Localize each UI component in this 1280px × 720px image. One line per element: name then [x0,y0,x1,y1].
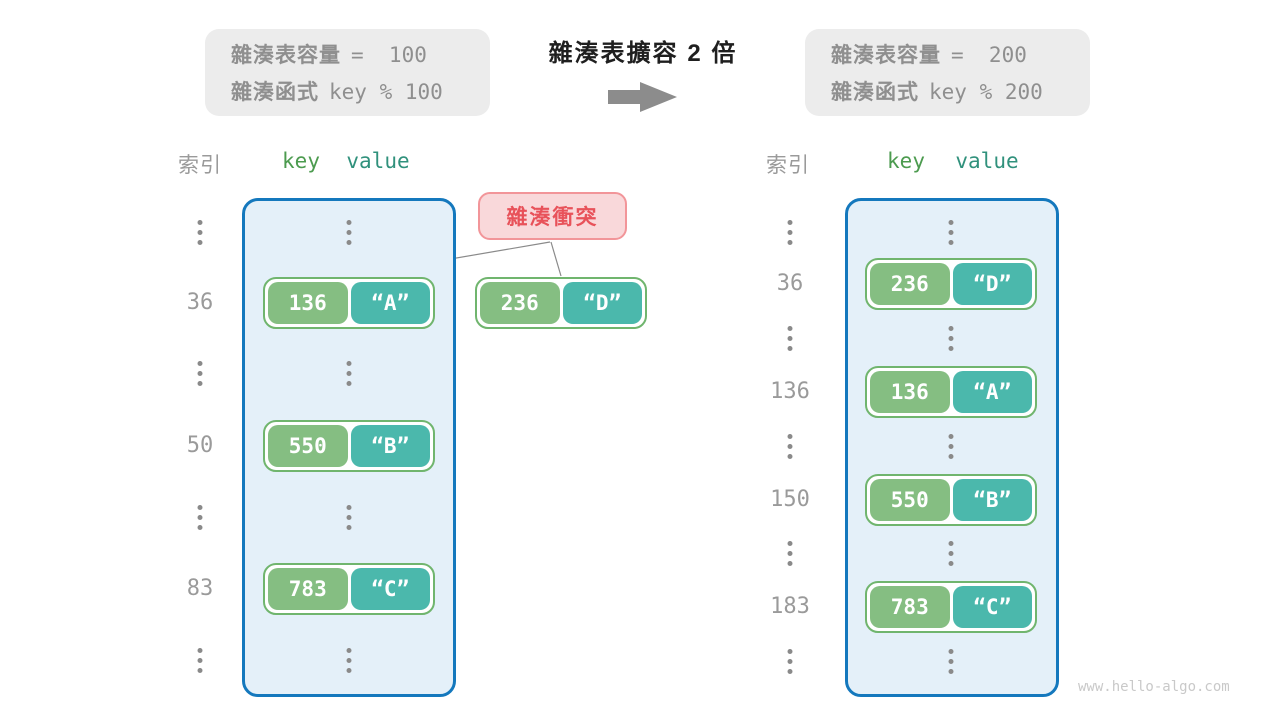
pair-value: “D” [562,282,642,324]
pair-key: 136 [870,371,950,413]
pair-value: “C” [952,586,1032,628]
pair-key: 550 [268,425,348,467]
hash-function-label: 雜湊函式 [831,81,919,104]
kv-pair-236-D: 236 “D” [865,258,1037,310]
watermark: www.hello-algo.com [1078,679,1230,695]
left-bucket-ellipsis [346,361,352,386]
pair-key: 783 [870,586,950,628]
pair-key: 783 [268,568,348,610]
left-index-ellipsis [197,220,203,245]
right-index-ellipsis [787,541,793,566]
transition-title: 雜湊表擴容 2 倍 [548,40,738,67]
pair-key: 550 [870,479,950,521]
left-bucket-ellipsis [346,220,352,245]
left-index-ellipsis [197,361,203,386]
left-bucket-ellipsis [346,505,352,530]
pair-value: “A” [952,371,1032,413]
left-index-ellipsis [197,505,203,530]
hash-function-line: 雜湊函式 key % 100 [231,76,490,106]
right-bucket-ellipsis [948,649,954,674]
right-index-150: 150 [770,487,810,512]
right-index-183: 183 [770,594,810,619]
pair-key: 236 [870,263,950,305]
left-index-50: 50 [186,433,214,458]
pair-value: “C” [350,568,430,610]
right-arrow-icon [608,82,677,112]
right-index-ellipsis [787,220,793,245]
kv-pair-550-B: 550 “B” [865,474,1037,526]
capacity-label: 雜湊表容量 [831,44,941,67]
capacity-label: 雜湊表容量 [231,44,341,67]
right-index-136: 136 [770,379,810,404]
right-header-index: 索引 [766,154,810,177]
capacity-line: 雜湊表容量 = 200 [831,39,1090,69]
right-header-value: value [955,149,1019,173]
hash-function-value: key % 200 [929,80,1043,104]
capacity-value: = 100 [351,43,427,67]
pair-value: “B” [952,479,1032,521]
right-index-36: 36 [776,271,804,296]
left-bucket-ellipsis [346,648,352,673]
capacity-value: = 200 [951,43,1027,67]
kv-pair-136-A: 136 “A” [263,277,435,329]
right-index-ellipsis [787,326,793,351]
pair-key: 136 [268,282,348,324]
left-header-value: value [346,149,410,173]
left-index-36: 36 [186,290,214,315]
hash-function-line: 雜湊函式 key % 200 [831,76,1090,106]
left-index-ellipsis [197,648,203,673]
pair-value: “B” [350,425,430,467]
right-bucket-ellipsis [948,541,954,566]
kv-pair-783-C: 783 “C” [865,581,1037,633]
kv-pair-236-D-colliding: 236 “D” [475,277,647,329]
right-bucket-ellipsis [948,220,954,245]
capacity-info-box-after: 雜湊表容量 = 200 雜湊函式 key % 200 [805,29,1090,116]
left-header-index: 索引 [178,154,222,177]
hash-function-label: 雜湊函式 [231,81,319,104]
capacity-info-box-before: 雜湊表容量 = 100 雜湊函式 key % 100 [205,29,490,116]
kv-pair-783-C: 783 “C” [263,563,435,615]
collision-connector-right [550,241,562,277]
pair-key: 236 [480,282,560,324]
right-header-key: key [887,149,925,173]
pair-value: “A” [350,282,430,324]
hash-function-value: key % 100 [329,80,443,104]
collision-badge: 雜湊衝突 [478,192,627,240]
kv-pair-550-B: 550 “B” [263,420,435,472]
left-header-key: key [282,149,320,173]
right-bucket-ellipsis [948,326,954,351]
right-bucket-ellipsis [948,434,954,459]
capacity-line: 雜湊表容量 = 100 [231,39,490,69]
left-index-83: 83 [186,576,214,601]
right-index-ellipsis [787,649,793,674]
kv-pair-136-A: 136 “A” [865,366,1037,418]
pair-value: “D” [952,263,1032,305]
right-index-ellipsis [787,434,793,459]
